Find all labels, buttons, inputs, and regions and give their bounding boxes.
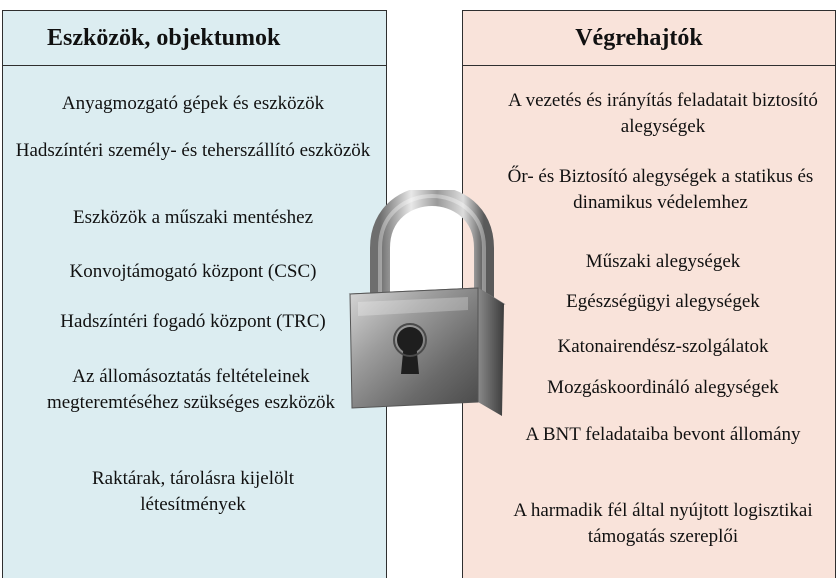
left-item: Eszközök a műszaki mentéshez: [72, 207, 314, 228]
right-item: Egészségügyi alegységek: [566, 291, 760, 312]
right-item: A vezetés és irányítás feladatait biztos…: [508, 90, 818, 137]
left-item: Az állomásoztatás feltételeinek megterem…: [46, 366, 336, 413]
right-panel-title: Végrehajtók: [463, 11, 835, 66]
left-item: Anyagmozgató gépek és eszközök: [61, 93, 325, 114]
padlock-icon: [328, 185, 518, 430]
right-item: A harmadik fél által nyújtott logisztika…: [513, 500, 813, 547]
left-item: Hadszíntéri fogadó központ (TRC): [60, 311, 326, 332]
right-item: Műszaki alegységek: [585, 251, 741, 272]
right-panel: Végrehajtók A vezetés és irányítás felad…: [462, 10, 836, 578]
left-item: Raktárak, tárolásra kijelölt létesítmény…: [91, 468, 295, 515]
right-item: A BNT feladataiba bevont állomány: [525, 424, 801, 445]
left-item: Konvojtámogató központ (CSC): [69, 261, 317, 282]
right-item: Katonairendész-szolgálatok: [557, 336, 769, 357]
left-item: Hadszíntéri személy- és teherszállító es…: [15, 140, 371, 161]
right-item: Őr- és Biztosító alegységek a statikus é…: [507, 166, 814, 213]
right-item: Mozgáskoordináló alegységek: [547, 377, 779, 398]
left-panel-title: Eszközök, objektumok: [3, 11, 386, 66]
left-panel: Eszközök, objektumok Anyagmozgató gépek …: [2, 10, 387, 578]
